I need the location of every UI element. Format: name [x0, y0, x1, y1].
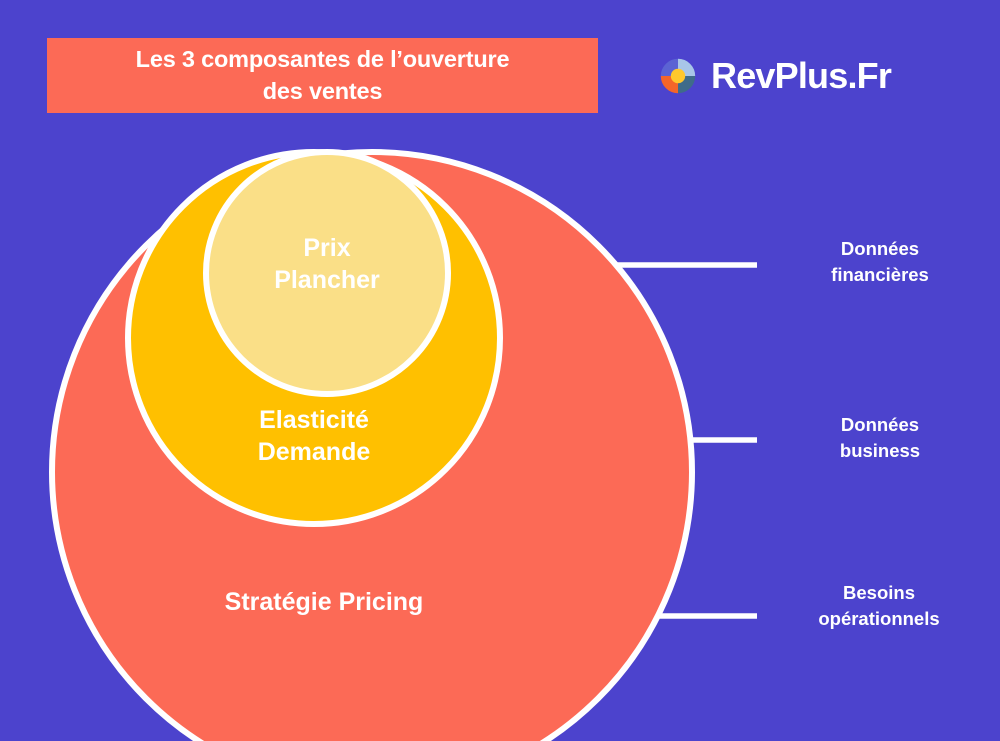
page-title: Les 3 composantes de l’ouverture des ven… [135, 46, 510, 104]
circle-inner-prix-plancher[interactable] [203, 149, 451, 397]
pie-chart-logo-icon [659, 57, 697, 95]
title-banner: Les 3 composantes de l’ouverture des ven… [47, 38, 598, 113]
brand-name: RevPlus.Fr [711, 55, 892, 96]
annotation-label-besoins-operationnels: Besoins opérationnels [818, 582, 940, 629]
annotation-label-donnees-financieres: Données financières [831, 238, 929, 285]
brand-logo-lockup: RevPlus.Fr [659, 47, 892, 105]
annotation-label-donnees-business: Données business [839, 414, 921, 461]
